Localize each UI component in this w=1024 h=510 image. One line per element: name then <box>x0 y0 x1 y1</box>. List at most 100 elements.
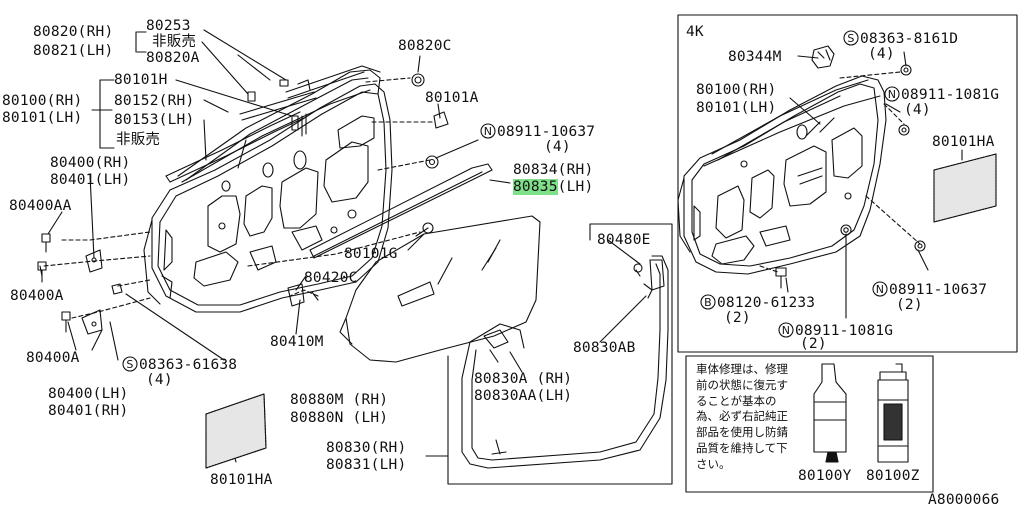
repair-note-box <box>685 355 934 493</box>
pad-80101ha-main <box>205 393 267 469</box>
label-80820-rh: 80820(RH) <box>33 24 114 40</box>
label-80400-rh: 80400(RH) <box>50 155 131 171</box>
label-qty4-a: (4) <box>544 139 571 155</box>
k-s08363-8161d-code: 08363-8161D <box>860 31 959 47</box>
inset-4k-box <box>677 14 1018 353</box>
leader-dashed-main <box>43 77 435 319</box>
circled-n-letter: N <box>782 324 790 337</box>
circled-s-icon: S <box>122 356 138 372</box>
label-80253: 80253 <box>146 18 191 34</box>
label-80101a: 80101A <box>425 90 479 106</box>
label-k-80100-rh: 80100(RH) <box>696 82 777 98</box>
label-80880n-lh: 80880N (LH) <box>290 410 389 426</box>
label-80100-rh: 80100(RH) <box>2 93 83 109</box>
weatherstrip-80830 <box>461 255 669 469</box>
label-k-s08363-8161d: S 08363-8161D <box>843 30 958 48</box>
label-80830ab: 80830AB <box>573 340 636 356</box>
circled-b-letter: B <box>704 296 712 309</box>
label-k-b08120-61233: B 08120-61233 <box>700 294 815 312</box>
weatherstrip-box <box>447 223 673 485</box>
label-k-qty4-b: (4) <box>904 102 931 118</box>
label-k-qty2-b: (2) <box>896 297 923 313</box>
label-k-n08911-1081g: N 08911-1081G <box>884 86 999 104</box>
label-not-for-sale-1: 非販売 <box>152 34 197 50</box>
label-80410m: 80410M <box>270 334 324 350</box>
spray-can-80100z <box>877 363 909 463</box>
weatherstrip-80834 <box>309 163 493 259</box>
label-s08363-61638: S 08363-61638 <box>122 356 237 374</box>
label-k-80101ha: 80101HA <box>932 134 995 150</box>
label-80835-side: (LH) <box>557 179 594 195</box>
diagram-code: A8000066 <box>928 492 1000 508</box>
main-door-panel <box>143 65 393 313</box>
label-80153-lh: 80153(LH) <box>114 112 195 128</box>
label-80830-rh: 80830(RH) <box>326 440 407 456</box>
leader-solid-inset <box>785 51 963 319</box>
label-80400-lh: 80400(LH) <box>48 386 129 402</box>
repair-note-text: 車体修理は、修理前の状態に復元することが基本の為、必ず右記純正部品を使用し防錆品… <box>696 362 788 471</box>
circled-s-letter: S <box>126 358 133 371</box>
pad-80101ha-inset-texture <box>933 153 997 223</box>
k-n08911-1081g-2-code: 08911-1081G <box>795 323 894 339</box>
leader-80830-group <box>509 239 647 373</box>
label-80820c: 80820C <box>398 38 452 54</box>
circled-n-letter: N <box>484 125 492 138</box>
label-80152-rh: 80152(RH) <box>114 93 195 109</box>
label-80101g: 80101G <box>344 246 398 262</box>
label-k-qty4-a: (4) <box>868 46 895 62</box>
label-80101ha-main: 80101HA <box>210 472 273 488</box>
pad-80101ha-main-texture <box>205 393 267 469</box>
label-80400a-2: 80400A <box>26 350 80 366</box>
leader-solid-main <box>39 29 511 463</box>
k-b08120-61233-code: 08120-61233 <box>717 295 816 311</box>
label-80880m-rh: 80880M (RH) <box>290 392 389 408</box>
label-80831-lh: 80831(LH) <box>326 457 407 473</box>
circled-n-icon: N <box>872 281 888 297</box>
door-glass-80880m <box>339 215 541 363</box>
fasteners-inset <box>775 45 926 289</box>
label-n08911-10637: N 08911-10637 <box>480 123 595 141</box>
k-n08911-1081g-code: 08911-1081G <box>901 87 1000 103</box>
n08911-10637-code: 08911-10637 <box>497 124 596 140</box>
label-80480e: 80480E <box>597 232 651 248</box>
label-80820a: 80820A <box>146 50 200 66</box>
k-n08911-10637-code: 08911-10637 <box>889 282 988 298</box>
inset-variant-label: 4K <box>686 24 704 40</box>
highlight-80835: 80835 <box>513 179 558 195</box>
label-80830aa-lh: 80830AA(LH) <box>474 388 573 404</box>
label-80101h: 80101H <box>114 72 168 88</box>
label-80834-rh: 80834(RH) <box>513 162 594 178</box>
label-k-qty2-a: (2) <box>724 310 751 326</box>
circled-s-letter: S <box>847 32 854 45</box>
s08363-61638-code: 08363-61638 <box>139 357 238 373</box>
label-80821-lh: 80821(LH) <box>33 43 114 59</box>
label-k-80101-lh: 80101(LH) <box>696 100 777 116</box>
leader-dashed-inset <box>759 71 921 273</box>
circled-n-icon: N <box>884 86 900 102</box>
label-80401-rh: 80401(RH) <box>48 403 129 419</box>
circled-n-letter: N <box>888 88 896 101</box>
label-80420c: 80420C <box>304 270 358 286</box>
label-k-n08911-1081g-2: N 08911-1081G <box>778 322 893 340</box>
label-80101-lh: 80101(LH) <box>2 110 83 126</box>
label-qty4-b: (4) <box>146 372 173 388</box>
circled-s-icon: S <box>843 30 859 46</box>
label-k-qty2-c: (2) <box>800 336 827 352</box>
circled-n-icon: N <box>480 123 496 139</box>
sealant-tube-80100y <box>813 363 847 463</box>
label-80100z: 80100Z <box>866 468 920 484</box>
circled-n-icon: N <box>778 322 794 338</box>
label-80400aa: 80400AA <box>9 198 72 214</box>
label-80835-lh: 80835(LH) <box>513 179 593 196</box>
label-80401-lh: 80401(LH) <box>50 172 131 188</box>
label-80400a-1: 80400A <box>10 288 64 304</box>
label-not-for-sale-2: 非販売 <box>116 132 161 148</box>
pad-80101ha-inset <box>933 153 997 223</box>
label-k-80344m: 80344M <box>728 49 782 65</box>
label-80100y: 80100Y <box>798 468 852 484</box>
inset-4k-door <box>677 75 887 275</box>
label-80830a-rh: 80830A (RH) <box>474 371 573 387</box>
